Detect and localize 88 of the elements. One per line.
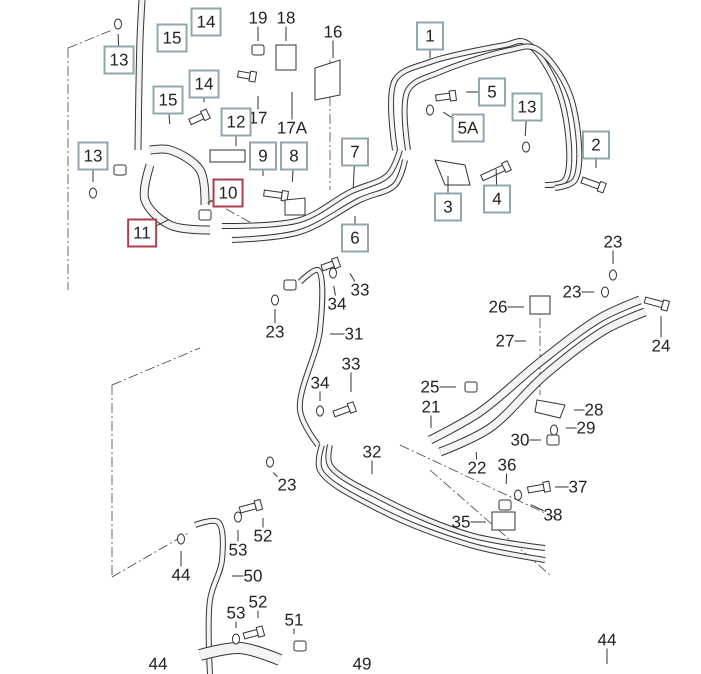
callout-number: 27 [496, 332, 514, 350]
callout-number: 53 [226, 604, 246, 622]
boxed-callout-number: 5A [452, 114, 484, 142]
leader-line [207, 200, 214, 204]
leader-line [262, 170, 264, 176]
callout-number: 35 [452, 514, 470, 530]
callout-number: 53 [228, 542, 248, 558]
boxed-callout-number: 12 [220, 108, 252, 136]
leader-line [352, 166, 355, 188]
leader-line [332, 40, 334, 58]
callout-number: 25 [420, 378, 440, 396]
boxed-callout-number: 4 [483, 184, 511, 214]
leader-line [606, 648, 608, 664]
callout-number: 23 [604, 234, 622, 250]
boxed-callout-number: 13 [512, 92, 542, 122]
callout-number: 19 [248, 10, 268, 26]
callout-number: 44 [598, 632, 616, 648]
leader-line [350, 272, 356, 282]
boxed-callout-number: 2 [582, 130, 610, 160]
callout-number: 23 [266, 324, 284, 340]
leader-line [274, 308, 276, 324]
boxed-callout-number: 7 [341, 138, 369, 166]
boxed-callout-number: 3 [434, 192, 462, 222]
boxed-callout-number: 14 [190, 8, 222, 36]
leader-line [156, 219, 169, 226]
callout-number: 16 [324, 24, 342, 40]
leader-line [350, 372, 352, 392]
leader-line [180, 550, 182, 567]
callout-number: 23 [562, 284, 582, 300]
callout-number: 30 [510, 432, 530, 448]
callout-number: 29 [576, 420, 596, 436]
leader-line [476, 452, 478, 460]
leader-line [506, 306, 524, 308]
boxed-callout-number: 14 [188, 70, 220, 98]
leader-line [118, 34, 120, 46]
leader-line [660, 316, 662, 338]
leader-line [514, 340, 526, 342]
callout-number: 23 [278, 476, 296, 494]
callout-number: 31 [344, 326, 364, 342]
leader-line [292, 170, 294, 182]
leader-line [438, 386, 456, 388]
leader-line [430, 415, 432, 428]
callout-number: 17A [276, 120, 308, 136]
boxed-callout-number: 15 [152, 86, 184, 114]
callout-number: 34 [310, 374, 330, 392]
callout-number: 34 [328, 296, 346, 312]
boxed-callout-number: 15 [156, 24, 188, 52]
boxed-callout-number: 5 [478, 78, 506, 106]
leader-line [530, 504, 544, 512]
leader-line [506, 473, 508, 484]
callout-number: 44 [172, 566, 190, 584]
callout-number: 38 [544, 506, 562, 524]
leader-line [92, 170, 94, 182]
callout-number: 37 [568, 478, 588, 496]
leader-line [168, 114, 170, 124]
callout-number: 36 [498, 456, 516, 474]
boxed-callout-number: 10 [212, 178, 244, 208]
callout-number: 52 [248, 594, 268, 610]
callout-number: 21 [422, 398, 440, 416]
callout-number: 51 [284, 612, 304, 628]
leader-line [442, 112, 452, 118]
callout-number: 44 [148, 656, 168, 672]
boxed-callout-number: 9 [249, 142, 277, 170]
boxed-callout-number: 6 [341, 224, 369, 252]
boxed-callout-number: 1 [416, 22, 444, 50]
leader-line [496, 168, 498, 185]
callout-number: 33 [350, 282, 370, 298]
leader-line [262, 518, 264, 528]
boxed-callout-number: 11 [127, 218, 157, 248]
leader-line [354, 216, 356, 224]
callout-number: 52 [254, 528, 272, 544]
callout-number: 26 [488, 298, 508, 316]
boxed-callout-number: 8 [280, 142, 308, 170]
leader-line [612, 250, 614, 264]
callout-number: 24 [652, 338, 670, 354]
leader-line [272, 472, 278, 478]
callout-number: 18 [276, 10, 296, 26]
boxed-callout-number: 13 [104, 46, 134, 74]
callout-number: 32 [362, 444, 382, 460]
callout-number: 33 [342, 356, 360, 372]
leader-line [554, 486, 570, 488]
callout-number: 22 [468, 460, 486, 476]
callout-number: 49 [352, 656, 372, 672]
boxed-callout-number: 13 [78, 142, 108, 170]
callout-number: 28 [584, 402, 604, 418]
leader-line [524, 121, 527, 136]
leader-line [333, 285, 336, 296]
callout-number: 50 [244, 568, 262, 584]
